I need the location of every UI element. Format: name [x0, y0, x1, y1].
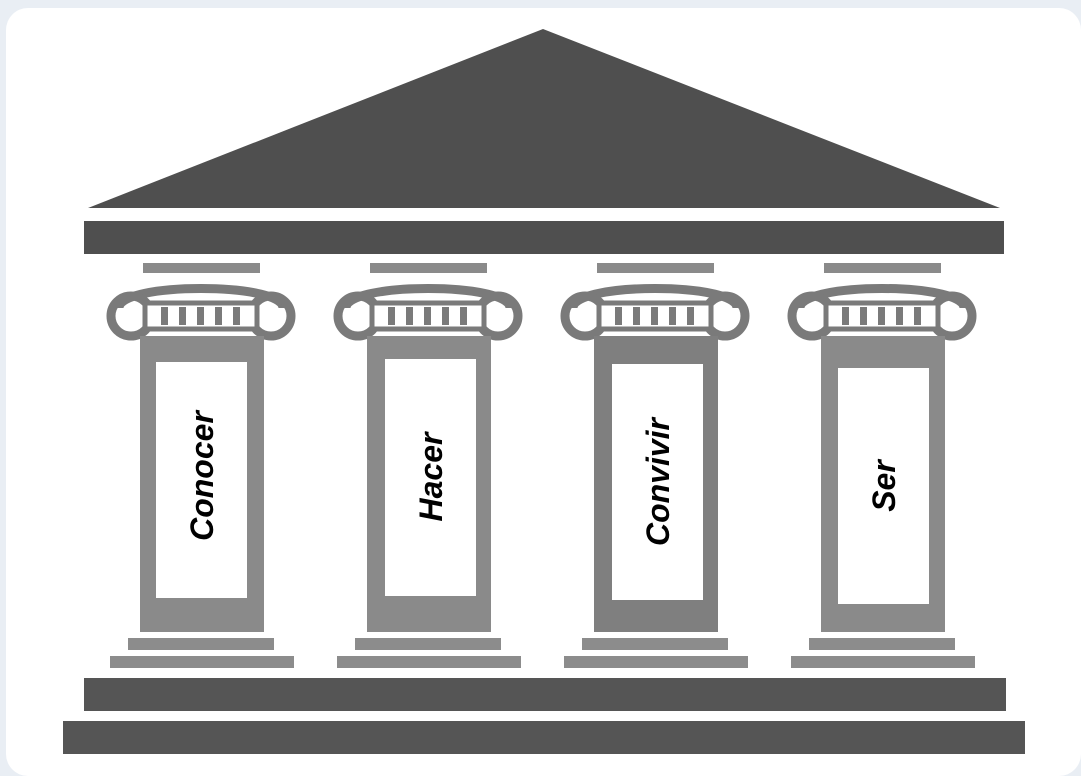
pillar-ser: Ser — [787, 263, 977, 668]
pillar-base-upper — [809, 638, 955, 650]
pillar-top-block — [370, 263, 487, 273]
pillar-conocer: Conocer — [106, 263, 296, 668]
pillar-base-lower — [110, 656, 294, 668]
pillar-label-conocer: Conocer — [184, 410, 220, 541]
pillar-base-lower — [791, 656, 975, 668]
pillar-label-convivir: Convivir — [640, 416, 676, 546]
temple-step-lower — [63, 721, 1025, 754]
entablature-beam — [84, 221, 1004, 254]
ionic-capital-icon — [106, 284, 296, 341]
ionic-capital-icon — [787, 284, 977, 341]
pillar-label-hacer: Hacer — [413, 431, 449, 522]
pillar-panel — [838, 368, 929, 604]
pillar-base-lower — [337, 656, 521, 668]
pillar-convivir: Convivir — [560, 263, 750, 668]
roof-pediment — [88, 29, 1000, 208]
pillar-base-lower — [564, 656, 748, 668]
pillar-top-block — [143, 263, 260, 273]
pillar-top-block — [597, 263, 714, 273]
ionic-capital-icon — [333, 284, 523, 341]
pillar-label-ser: Ser — [866, 459, 902, 512]
pillar-hacer: Hacer — [333, 263, 523, 668]
ionic-capital-icon — [560, 284, 750, 341]
pillar-base-upper — [355, 638, 501, 650]
pillar-base-upper — [128, 638, 274, 650]
pillar-top-block — [824, 263, 941, 273]
pillar-base-upper — [582, 638, 728, 650]
temple-step-upper — [84, 678, 1006, 711]
pillar-panel — [385, 359, 476, 596]
pillar-panel — [156, 362, 247, 598]
pillar-panel — [612, 364, 703, 600]
